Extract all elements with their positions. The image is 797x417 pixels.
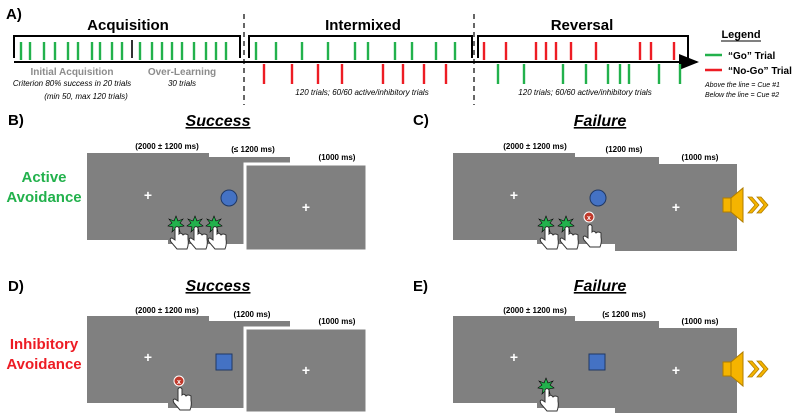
panel-d-time-3: (1000 ms) [319,317,356,326]
fixation-cross: + [672,199,680,215]
panel-e-time-1: (2000 ± 1200 ms) [503,306,567,315]
fixation-cross: + [672,362,680,378]
blocked-press-icon: x [583,211,595,223]
legend-nogo-label: “No-Go” Trial [728,66,792,77]
row-label-inhibitory-1: Inhibitory [10,336,79,353]
acq-initial-criterion: Criterion 80% success in 20 trials [13,79,131,88]
legend-below-note: Below the line = Cue #2 [705,92,779,99]
circle-cue-icon [220,189,238,207]
panel-d-time-2: (1200 ms) [234,310,271,319]
hand-pointer-icon [539,388,559,412]
acq-overlearning-desc: 30 trials [168,79,196,88]
hand-pointer-icon [539,226,559,250]
panel-b-time-3: (1000 ms) [319,153,356,162]
acq-overlearning-title: Over-Learning [148,67,216,78]
panel-b-label: B) [8,112,24,129]
fixation-cross: + [302,362,310,378]
panel-e-title: Failure [574,278,627,295]
acq-initial-title: Initial Acquisition [31,67,114,78]
square-cue-icon [215,353,233,371]
screen-outcome-shock [615,328,737,413]
reversal-nogo-trials [482,42,676,60]
panel-a-label: A) [6,6,22,23]
intermixed-desc: 120 trials; 60/60 active/inhibitory tria… [295,88,428,97]
panel-b: B) Success (2000 ± 1200 ms) (≤ 1200 ms) … [8,112,369,253]
panel-e-time-3: (1000 ms) [682,317,719,326]
panel-d-time-1: (2000 ± 1200 ms) [135,306,199,315]
bracket-reversal [477,35,689,58]
panel-b-time-2: (≤ 1200 ms) [231,145,275,154]
panel-c-title: Failure [574,113,627,130]
fixation-cross: + [144,349,152,365]
panel-e: E) Failure (2000 ± 1200 ms) (≤ 1200 ms) … [413,278,769,413]
row-label-active-1: Active [21,169,66,186]
panel-d-label: D) [8,278,24,295]
fixation-cross: + [510,187,518,203]
speaker-icon [722,186,769,224]
row-label-inhibitory-2: Avoidance [6,356,81,373]
panel-c-time-2: (1200 ms) [606,145,643,154]
panel-c-time-3: (1000 ms) [682,153,719,162]
blocked-press-mark: x [177,379,181,386]
legend-go-label: “Go” Trial [728,51,775,62]
panel-e-time-2: (≤ 1200 ms) [602,310,646,319]
panel-b-time-1: (2000 ± 1200 ms) [135,142,199,151]
screen-outcome-safe [243,326,369,415]
circle-cue-icon [589,189,607,207]
acq-initial-range: (min 50, max 120 trials) [44,92,128,101]
panel-a: A) Acquisition Intermixed Reversal [6,6,792,105]
hand-pointer-icon [188,226,208,250]
panel-d-title: Success [186,278,251,295]
bracket-intermixed [248,35,473,58]
fixation-cross: + [302,199,310,215]
hand-pointer-icon [582,224,602,248]
acquisition-trials [19,42,228,60]
panel-c-time-1: (2000 ± 1200 ms) [503,142,567,151]
legend: Legend “Go” Trial “No-Go” Trial Above th… [704,29,792,99]
reversal-desc: 120 trials; 60/60 active/inhibitory tria… [518,88,651,97]
hand-pointer-icon [172,387,192,411]
panel-d: D) Success (2000 ± 1200 ms) (1200 ms) (1… [8,278,369,415]
blocked-press-mark: x [587,215,591,222]
phase-title-intermixed: Intermixed [325,17,401,34]
blocked-press-icon: x [173,375,185,387]
panel-b-title: Success [186,113,251,130]
panel-c-label: C) [413,112,429,129]
reversal-go-trials [496,64,682,84]
panel-e-label: E) [413,278,428,295]
legend-above-note: Above the line = Cue #1 [704,82,780,89]
screen-outcome-safe [243,162,369,253]
panel-c: C) Failure (2000 ± 1200 ms) (1200 ms) (1… [413,112,769,251]
intermixed-nogo-trials [262,64,448,84]
fixation-cross: + [510,349,518,365]
screen-outcome-shock [615,164,737,251]
fixation-cross: + [144,187,152,203]
row-label-active-2: Avoidance [6,189,81,206]
intermixed-go-trials [254,42,457,60]
hand-pointer-icon [207,226,227,250]
phase-title-reversal: Reversal [551,17,614,34]
hand-pointer-icon [169,226,189,250]
hand-pointer-icon [559,226,579,250]
speaker-icon [722,350,769,388]
square-cue-icon [588,353,606,371]
legend-title: Legend [721,29,760,41]
phase-title-acquisition: Acquisition [87,17,169,34]
